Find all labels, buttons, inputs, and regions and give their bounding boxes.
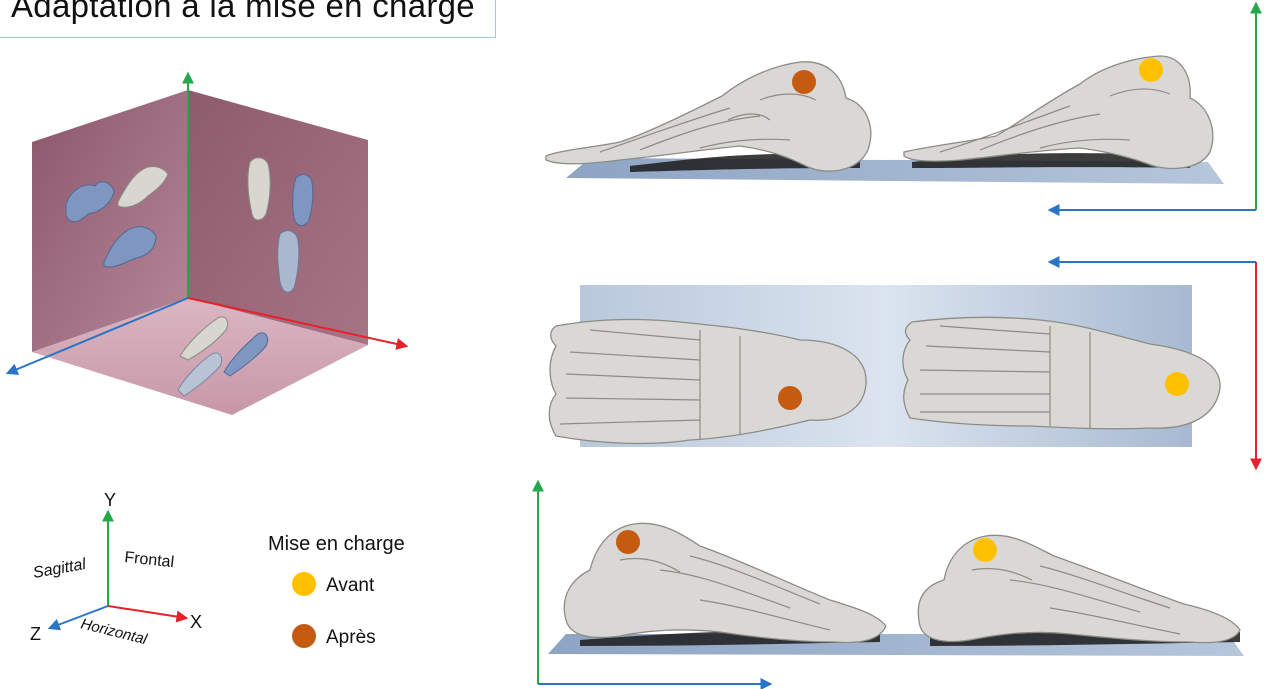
axis-x-label: X	[190, 612, 202, 632]
marker-before-label: Avant	[326, 575, 375, 596]
projection-box	[8, 74, 406, 415]
marker-after-top	[778, 386, 802, 410]
proj-foot-blue-3	[293, 175, 313, 226]
axes-legend: Y X Z Sagittal Frontal Horizontal	[30, 490, 202, 648]
proj-foot-white-2	[248, 158, 270, 220]
panel-top-view	[549, 262, 1256, 468]
axis-z-label: Z	[30, 624, 41, 644]
marker-before-lateral-top	[1139, 58, 1163, 82]
proj-foot-blue-4	[278, 231, 299, 293]
panel-medial-view-bottom	[538, 482, 1244, 684]
foot-lateral-after	[546, 62, 871, 171]
marker-before-swatch	[292, 572, 316, 596]
foot-bones-1	[546, 62, 871, 171]
marker-after-label: Après	[326, 627, 376, 648]
marker-after-swatch	[292, 624, 316, 648]
axis-y-label: Y	[104, 490, 116, 510]
marker-legend-title: Mise en charge	[268, 533, 405, 555]
foot-medial-after	[564, 523, 886, 642]
marker-legend: Mise en charge Avant Après	[268, 533, 405, 648]
plane-horizontal-label: Horizontal	[79, 615, 149, 648]
marker-after-lateral-top	[792, 70, 816, 94]
marker-before-top	[1165, 372, 1189, 396]
panel-lateral-view-top	[546, 4, 1256, 210]
foot-lateral-before	[904, 56, 1213, 168]
legend-axis-x	[108, 606, 186, 618]
plane-frontal-label: Frontal	[124, 549, 175, 571]
foot-bones-2	[904, 56, 1213, 168]
plane-sagittal-label: Sagittal	[32, 556, 88, 582]
foot-medial-before	[918, 535, 1240, 642]
foot-bones-6	[918, 535, 1240, 642]
marker-before-medial-bottom	[973, 538, 997, 562]
marker-after-medial-bottom	[616, 530, 640, 554]
foot-bones-5	[564, 523, 886, 642]
